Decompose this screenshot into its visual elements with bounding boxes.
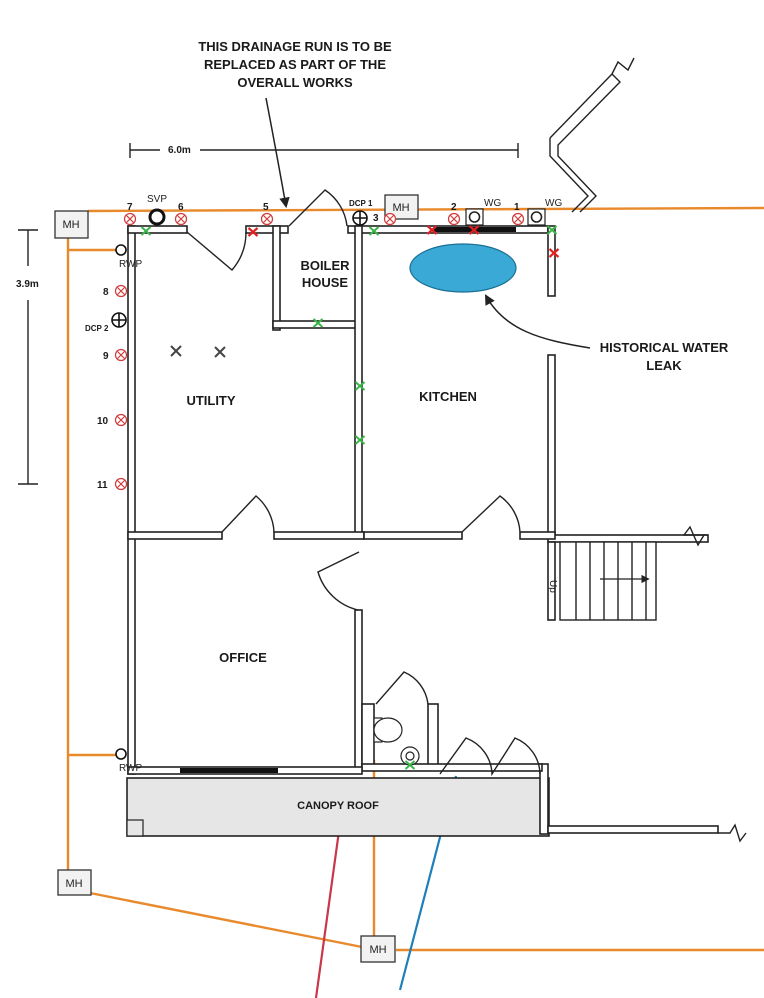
svg-text:MH: MH	[369, 944, 386, 956]
point-label-6: 6	[178, 202, 184, 213]
dcp-2: DCP 2	[85, 312, 127, 333]
dimension-width: 6.0m	[129, 143, 519, 158]
stairs-label: Up	[547, 580, 558, 593]
point-label-7: 7	[127, 202, 133, 213]
point-label-2: 2	[451, 202, 457, 213]
utility-markers	[170, 345, 226, 358]
room-office: OFFICE	[219, 650, 267, 665]
inspection-points: 1 2 3 5 6 7 8 9 10 11	[97, 202, 525, 491]
drainage-note-arrow	[265, 97, 290, 209]
svg-text:MH: MH	[65, 878, 82, 890]
width-label: 6.0m	[168, 145, 191, 156]
room-boiler-line-2: HOUSE	[302, 275, 349, 290]
leak-note-line-2: LEAK	[646, 358, 682, 373]
room-canopy-roof: CANOPY ROOF	[297, 800, 379, 812]
boundary-wall	[549, 57, 747, 843]
wg-label-1: WG	[484, 198, 501, 209]
point-label-3: 3	[373, 213, 379, 224]
drainage-note-line-2: REPLACED AS PART OF THE	[204, 57, 386, 72]
dcp-1-label: DCP 1	[349, 199, 373, 208]
svp: SVP	[147, 194, 167, 226]
rwp-top: RWP	[115, 244, 142, 270]
leak-note-arrow	[484, 294, 591, 349]
drainage-note-line-1: THIS DRAINAGE RUN IS TO BE	[198, 39, 392, 54]
point-label-9: 9	[103, 351, 109, 362]
wc-fixtures	[373, 717, 420, 766]
height-label: 3.9m	[16, 279, 39, 290]
wg-gully-1: WG	[465, 198, 501, 226]
leak-note-line-1: HISTORICAL WATER	[600, 340, 729, 355]
stairs: Up	[547, 541, 657, 621]
point-label-11: 11	[97, 480, 108, 491]
doors	[186, 189, 541, 777]
walls	[127, 225, 719, 835]
svg-text:MH: MH	[392, 202, 409, 214]
leak-note: HISTORICAL WATER LEAK	[484, 294, 729, 373]
manhole-bottom: MH	[360, 935, 396, 963]
dcp-1: DCP 1	[349, 199, 373, 226]
point-label-8: 8	[103, 287, 109, 298]
water-leak-area	[409, 243, 517, 293]
manhole-bottom-left: MH	[57, 869, 92, 896]
svg-text:MH: MH	[62, 219, 79, 231]
wg-label-2: WG	[545, 198, 562, 209]
wg-gully-2: WG	[527, 198, 562, 226]
canopy-roof	[126, 777, 550, 837]
room-boiler-line-1: BOILER	[300, 258, 350, 273]
dcp-2-label: DCP 2	[85, 324, 109, 333]
manhole-top-left: MH	[54, 210, 89, 239]
rwp-label-2: RWP	[119, 763, 142, 774]
svp-label: SVP	[147, 194, 167, 205]
rwp-bottom: RWP	[115, 748, 142, 774]
drainage-runs	[66, 206, 764, 952]
room-kitchen: KITCHEN	[419, 389, 477, 404]
point-label-1: 1	[514, 202, 520, 213]
room-utility: UTILITY	[186, 393, 235, 408]
drainage-note-line-3: OVERALL WORKS	[237, 75, 353, 90]
rwp-label-1: RWP	[119, 259, 142, 270]
drainage-note: THIS DRAINAGE RUN IS TO BE REPLACED AS P…	[198, 39, 392, 209]
point-label-5: 5	[263, 202, 269, 213]
point-label-10: 10	[97, 416, 109, 427]
dimension-height: 3.9m	[16, 229, 39, 485]
